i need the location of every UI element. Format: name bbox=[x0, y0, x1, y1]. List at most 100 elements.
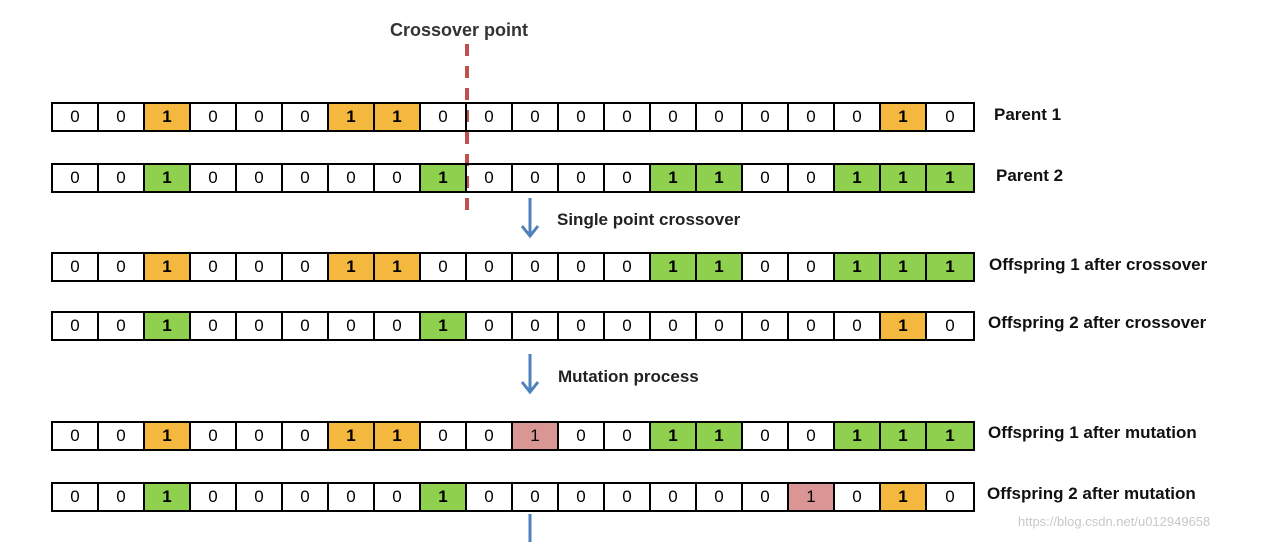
gene-cell: 0 bbox=[605, 313, 651, 339]
gene-cell: 0 bbox=[605, 484, 651, 510]
gene-cell: 0 bbox=[559, 423, 605, 449]
gene-cell: 0 bbox=[605, 254, 651, 280]
gene-cell: 0 bbox=[835, 313, 881, 339]
gene-cell: 1 bbox=[329, 423, 375, 449]
gene-cell: 0 bbox=[191, 254, 237, 280]
gene-cell: 1 bbox=[329, 254, 375, 280]
gene-cell: 0 bbox=[237, 484, 283, 510]
gene-cell: 1 bbox=[835, 423, 881, 449]
gene-cell: 0 bbox=[743, 165, 789, 191]
gene-cell: 1 bbox=[651, 165, 697, 191]
gene-cell: 0 bbox=[789, 254, 835, 280]
gene-cell: 0 bbox=[329, 484, 375, 510]
gene-cell: 1 bbox=[881, 254, 927, 280]
gene-cell: 0 bbox=[743, 484, 789, 510]
gene-cell: 0 bbox=[789, 423, 835, 449]
crossover-point-line bbox=[465, 44, 469, 214]
gene-cell: 0 bbox=[945, 107, 955, 126]
gene-cell: 0 bbox=[53, 104, 99, 130]
gene-cell: 1 bbox=[421, 165, 467, 191]
gene-cell: 0 bbox=[743, 104, 789, 130]
gene-cell: 0 bbox=[945, 487, 955, 506]
gene-cell: 0 bbox=[283, 254, 329, 280]
gene-cell: 0 bbox=[191, 313, 237, 339]
crossover-point-title: Crossover point bbox=[390, 20, 529, 40]
gene-cell: 1 bbox=[881, 165, 927, 191]
gene-cell: 1 bbox=[927, 165, 973, 191]
gene-cell: 1 bbox=[881, 313, 927, 339]
gene-cell: 0 bbox=[467, 484, 513, 510]
gene-cell: 0 bbox=[283, 313, 329, 339]
gene-cell: 1 bbox=[651, 423, 697, 449]
gene-cell: 0 bbox=[237, 104, 283, 130]
gene-cell: 0 bbox=[605, 104, 651, 130]
gene-cell: 0 bbox=[421, 104, 467, 130]
gene-cell: 0 bbox=[743, 254, 789, 280]
gene-cell: 1 bbox=[927, 423, 973, 449]
gene-cell: 0 bbox=[191, 104, 237, 130]
down-arrow-icon bbox=[520, 198, 540, 239]
gene-cell: 0 bbox=[743, 313, 789, 339]
gene-cell: 0 bbox=[945, 316, 955, 335]
gene-cell: 0 bbox=[191, 423, 237, 449]
gene-cell: 1 bbox=[881, 484, 927, 510]
gene-cell: 0 bbox=[467, 165, 513, 191]
gene-cell: 1 bbox=[375, 254, 421, 280]
gene-cell: 1 bbox=[421, 313, 467, 339]
row-label-parent-2: Parent 2 bbox=[996, 166, 1064, 185]
gene-cell: 0 bbox=[605, 165, 651, 191]
gene-cell: 0 bbox=[53, 165, 99, 191]
gene-cell: 1 bbox=[421, 484, 467, 510]
gene-cell: 1 bbox=[375, 104, 421, 130]
gene-cell: 0 bbox=[421, 423, 467, 449]
gene-cell: 0 bbox=[283, 423, 329, 449]
gene-cell: 1 bbox=[145, 423, 191, 449]
gene-cell: 0 bbox=[467, 254, 513, 280]
gene-cell: 1 bbox=[651, 254, 697, 280]
gene-cell: 0 bbox=[513, 165, 559, 191]
gene-cell: 0 bbox=[99, 254, 145, 280]
gene-cell: 1 bbox=[881, 104, 927, 130]
gene-cell: 0 bbox=[375, 484, 421, 510]
gene-cell: 1 bbox=[145, 484, 191, 510]
gene-cell: 0 bbox=[375, 165, 421, 191]
row-label-offspring-2-mutation: Offspring 2 after mutation bbox=[987, 484, 1196, 503]
gene-cell: 0 bbox=[99, 104, 145, 130]
gene-cell: 0 bbox=[651, 104, 697, 130]
gene-cell: 0 bbox=[191, 165, 237, 191]
gene-cell: 0 bbox=[697, 104, 743, 130]
gene-cell: 1 bbox=[329, 104, 375, 130]
gene-cell: 0 bbox=[99, 423, 145, 449]
single-point-crossover-label: Single point crossover bbox=[557, 210, 741, 229]
gene-cell: 0 bbox=[237, 423, 283, 449]
gene-cell: 0 bbox=[283, 165, 329, 191]
gene-cell: 0 bbox=[237, 254, 283, 280]
row-label-offspring-1-crossover: Offspring 1 after crossover bbox=[989, 255, 1208, 274]
gene-cell: 0 bbox=[835, 484, 881, 510]
gene-cell: 0 bbox=[283, 484, 329, 510]
gene-cell: 1 bbox=[789, 484, 835, 510]
gene-cell: 1 bbox=[835, 165, 881, 191]
gene-cell: 0 bbox=[53, 423, 99, 449]
gene-cell: 1 bbox=[145, 165, 191, 191]
gene-cell: 0 bbox=[513, 313, 559, 339]
gene-cell: 0 bbox=[789, 165, 835, 191]
gene-cell: 0 bbox=[53, 254, 99, 280]
gene-cell: 1 bbox=[697, 165, 743, 191]
gene-cell: 0 bbox=[375, 313, 421, 339]
gene-cell: 0 bbox=[53, 313, 99, 339]
gene-cell: 0 bbox=[605, 423, 651, 449]
gene-cell: 0 bbox=[651, 313, 697, 339]
gene-cell: 0 bbox=[99, 165, 145, 191]
gene-cell: 0 bbox=[191, 484, 237, 510]
gene-cell: 1 bbox=[835, 254, 881, 280]
gene-cell: 0 bbox=[237, 165, 283, 191]
gene-cell: 0 bbox=[53, 484, 99, 510]
row-label-parent-1: Parent 1 bbox=[994, 105, 1062, 124]
